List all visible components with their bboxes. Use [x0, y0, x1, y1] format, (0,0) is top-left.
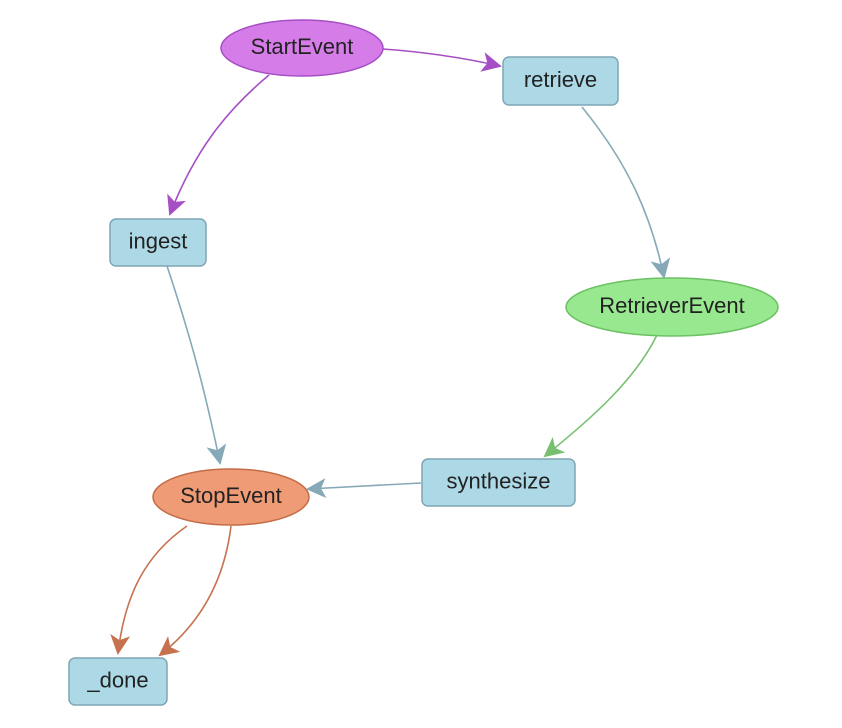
node-synthesize-label: synthesize: [447, 468, 551, 493]
node-ingest-label: ingest: [129, 228, 188, 253]
node-retrieve-label: retrieve: [524, 67, 597, 92]
edge-start-to-retrieve: [382, 48, 502, 72]
node-done: _done: [68, 657, 168, 706]
edge-stop-to-done-left: [110, 525, 188, 655]
node-start-event: StartEvent: [220, 19, 384, 77]
node-retriever-event: RetrieverEvent: [565, 277, 779, 337]
edge-start-to-ingest: [167, 74, 270, 216]
node-retriever-event-shape: [565, 277, 779, 337]
edge-stop-to-done-right: [158, 525, 232, 657]
node-done-shape: [68, 657, 168, 706]
node-start-event-label: StartEvent: [251, 34, 354, 59]
node-stop-event-shape: [152, 468, 310, 526]
edge-retrieve-to-retriever-event: [581, 106, 671, 279]
node-stop-event: StopEvent: [152, 468, 310, 526]
nodes-layer: StartEvent retrieve ingest RetrieverEven…: [68, 19, 779, 706]
node-retrieve: retrieve: [502, 56, 619, 106]
node-done-label: _done: [86, 667, 148, 692]
node-retriever-event-label: RetrieverEvent: [599, 293, 745, 318]
node-start-event-shape: [220, 19, 384, 77]
edges-layer: [110, 48, 671, 657]
node-stop-event-label: StopEvent: [180, 483, 282, 508]
node-ingest: ingest: [109, 218, 207, 267]
edge-retriever-event-to-synthesize: [543, 334, 658, 458]
edge-ingest-to-stop: [166, 265, 227, 465]
node-ingest-shape: [109, 218, 207, 267]
node-retrieve-shape: [502, 56, 619, 106]
node-synthesize-shape: [421, 458, 576, 507]
node-synthesize: synthesize: [421, 458, 576, 507]
edge-synthesize-to-stop: [306, 478, 422, 499]
